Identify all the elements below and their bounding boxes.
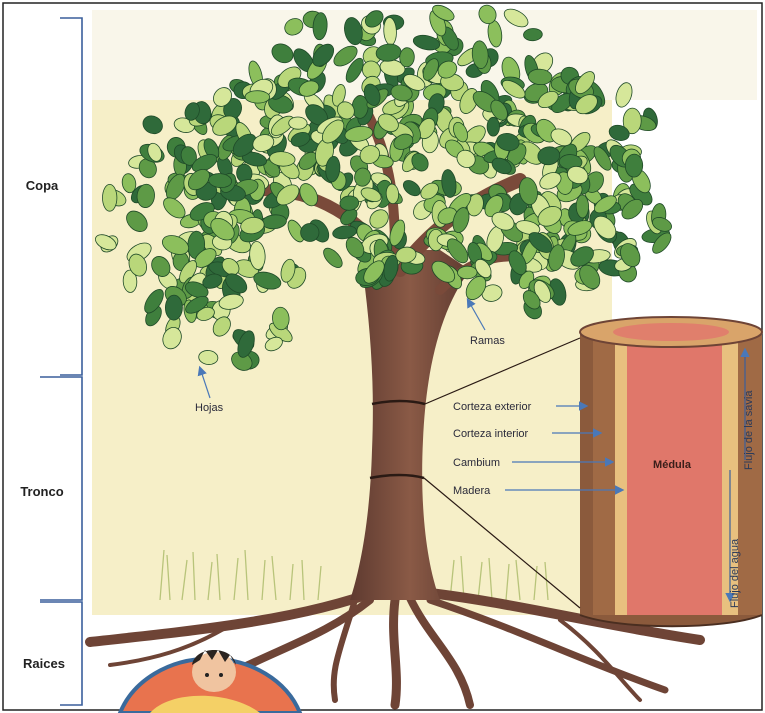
cambium-label: Cambium	[453, 457, 500, 469]
hojas-label: Hojas	[195, 402, 224, 414]
corteza-interior-label: Corteza interior	[453, 428, 529, 440]
section-brackets	[40, 18, 82, 705]
ramas-label: Ramas	[470, 335, 505, 347]
leaf	[165, 295, 182, 320]
medula-core	[627, 332, 722, 615]
leaf	[245, 90, 270, 103]
raices-bracket	[40, 602, 82, 705]
background-panel	[92, 95, 612, 615]
copa-bracket	[60, 18, 82, 375]
corteza-exterior-label: Corteza exterior	[453, 401, 532, 413]
leaf	[625, 154, 643, 178]
copa-label: Copa	[26, 178, 59, 193]
leaf	[576, 195, 589, 218]
bark-inner	[593, 332, 615, 615]
medula-label: Médula	[653, 459, 692, 471]
trunk-cross-section: Médula Flujo de la savia Flujo del agua	[580, 317, 762, 626]
cambium-layer	[615, 332, 627, 615]
leaf	[289, 117, 308, 130]
cross-section-top-core	[613, 323, 729, 341]
leaf	[300, 223, 319, 242]
tronco-label: Tronco	[20, 484, 63, 499]
leaf	[487, 117, 499, 136]
bark-right	[738, 332, 762, 615]
flujo-savia-label: Flujo de la savia	[743, 390, 755, 470]
flujo-agua-label: Flujo del agua	[729, 538, 741, 608]
leaf	[103, 184, 117, 211]
raices-label: Raices	[23, 656, 65, 671]
leaf	[457, 266, 477, 279]
madera-label: Madera	[453, 485, 491, 497]
